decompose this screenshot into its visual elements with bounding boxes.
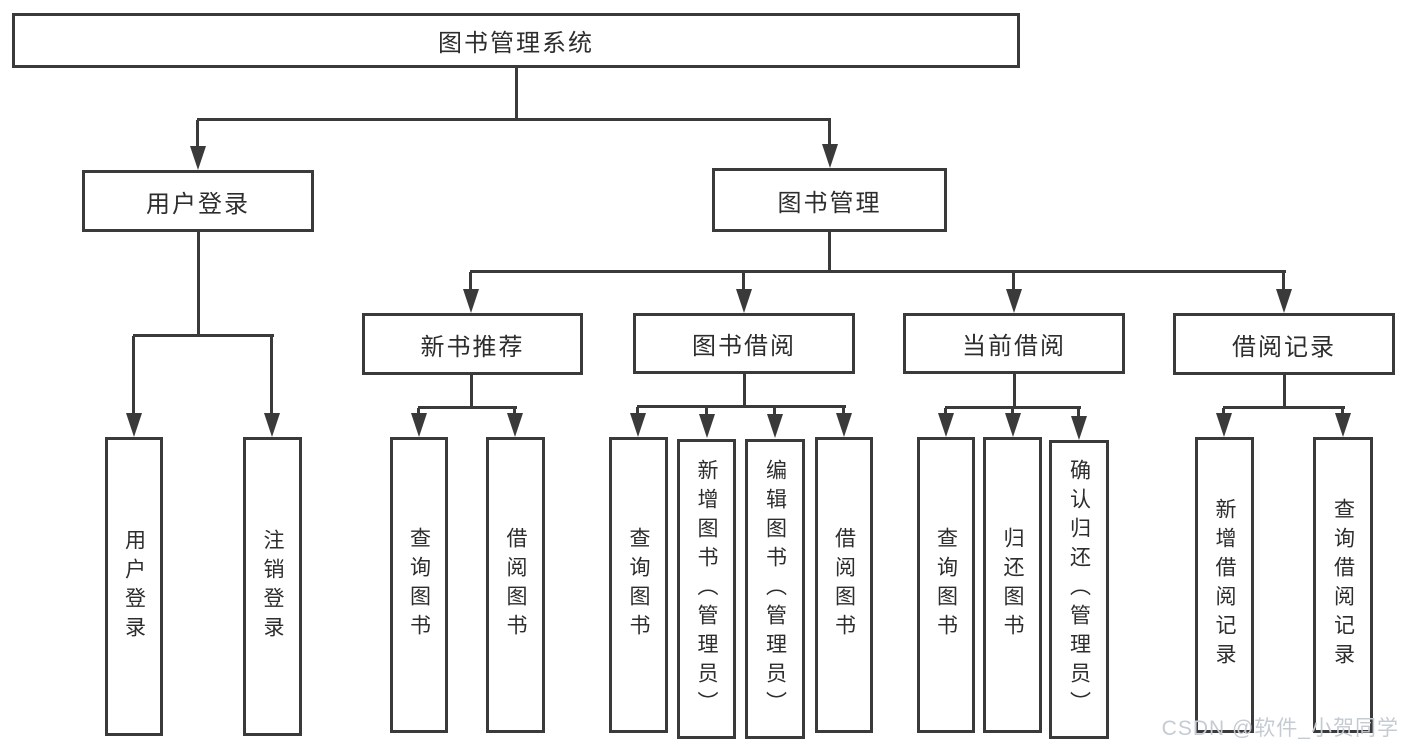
csdn-watermark: CSDN @软件_小贺同学: [1161, 717, 1399, 740]
connector-arrow-down: [767, 407, 783, 438]
connector-vline: [470, 373, 473, 408]
connector-hline: [133, 334, 274, 337]
leaf-br-query-record: 查询借阅记录: [1313, 437, 1373, 733]
leaf-label: 借阅图书: [504, 527, 527, 643]
leaf-label: 查询图书: [627, 527, 650, 643]
leaf-label: 查询图书: [934, 527, 958, 643]
connector-hline: [945, 406, 1081, 409]
connector-vline: [1283, 373, 1286, 408]
leaf-label: 用户登录: [122, 528, 146, 645]
leaf-user-login: 用户登录: [105, 437, 163, 736]
connector-arrow-down: [1006, 272, 1022, 313]
connector-vline: [828, 230, 831, 272]
leaf-label: 查询图书: [407, 527, 431, 643]
connector-arrow-down: [938, 408, 954, 437]
node-library-system: 图书管理系统: [12, 13, 1020, 68]
connector-arrow-down: [126, 336, 142, 437]
leaf-label: 编辑图书（管理员）: [763, 458, 787, 720]
leaf-bb-edit-books-admin: 编辑图书（管理员）: [745, 439, 805, 739]
connector-arrow-down: [411, 408, 427, 437]
node-user-login: 用户登录: [82, 170, 314, 232]
connector-arrow-down: [190, 120, 206, 170]
connector-hline: [470, 270, 1286, 273]
node-book-borrowing: 图书借阅: [633, 313, 855, 374]
node-new-book-recommend: 新书推荐: [362, 313, 583, 375]
connector-hline: [637, 405, 846, 408]
leaf-bb-borrow-books: 借阅图书: [815, 437, 873, 733]
node-label: 新书推荐: [420, 333, 525, 361]
connector-arrow-down: [463, 272, 479, 313]
leaf-label: 归还图书: [1001, 527, 1024, 643]
connector-arrow-down: [1071, 408, 1087, 440]
connector-vline: [515, 66, 518, 120]
connector-hline: [197, 118, 831, 121]
connector-arrow-down: [1276, 272, 1292, 313]
leaf-label: 新增图书（管理员）: [695, 458, 718, 720]
node-label: 用户登录: [146, 190, 250, 218]
leaf-label: 确认归还（管理员）: [1067, 459, 1091, 720]
leaf-label: 借阅图书: [832, 527, 856, 643]
node-label: 图书管理: [777, 189, 882, 217]
connector-arrow-down: [507, 408, 523, 437]
node-current-borrowing: 当前借阅: [903, 313, 1125, 374]
connector-arrow-down: [264, 336, 280, 437]
connector-arrow-down: [1216, 408, 1232, 437]
leaf-label: 查询借阅记录: [1331, 498, 1355, 672]
node-book-management: 图书管理: [712, 168, 947, 232]
leaf-nbr-query-books: 查询图书: [390, 437, 448, 733]
connector-arrow-down: [1335, 408, 1351, 437]
connector-vline: [197, 230, 200, 336]
node-label: 图书借阅: [692, 333, 796, 360]
node-label: 图书管理系统: [438, 30, 594, 57]
leaf-br-add-record: 新增借阅记录: [1195, 437, 1254, 733]
connector-vline: [743, 372, 746, 407]
connector-arrow-down: [736, 272, 752, 313]
connector-arrow-down: [1005, 408, 1021, 437]
leaf-cb-return-books: 归还图书: [983, 437, 1042, 733]
connector-hline: [418, 406, 517, 409]
leaf-label: 注销登录: [261, 528, 284, 645]
leaf-nbr-borrow-books: 借阅图书: [486, 437, 545, 733]
connector-vline: [1013, 372, 1016, 408]
connector-arrow-down: [836, 407, 852, 437]
connector-arrow-down: [699, 407, 715, 438]
leaf-bb-query-books: 查询图书: [609, 437, 668, 733]
leaf-label: 新增借阅记录: [1213, 498, 1236, 672]
node-borrowing-records: 借阅记录: [1173, 313, 1395, 375]
leaf-bb-add-books-admin: 新增图书（管理员）: [677, 439, 736, 739]
node-label: 借阅记录: [1232, 333, 1336, 361]
connector-arrow-down: [822, 120, 838, 168]
leaf-cb-confirm-return-admin: 确认归还（管理员）: [1049, 440, 1109, 739]
connector-arrow-down: [630, 407, 646, 437]
leaf-logout: 注销登录: [243, 437, 302, 736]
leaf-cb-query-books: 查询图书: [917, 437, 975, 733]
node-label: 当前借阅: [962, 333, 1066, 360]
connector-hline: [1223, 406, 1345, 409]
